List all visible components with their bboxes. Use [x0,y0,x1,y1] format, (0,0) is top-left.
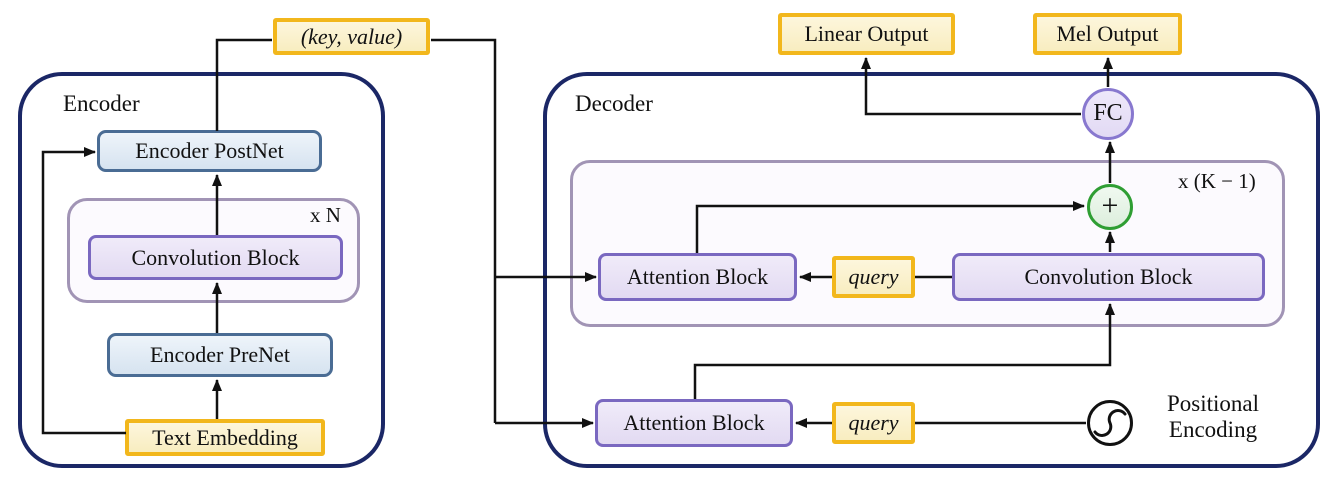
query-label-bottom: query [832,402,915,444]
key-value-box: (key, value) [273,18,430,55]
wire-keyvalue-trunk [431,38,497,423]
positional-encoding-label: Positional Encoding [1166,391,1259,442]
mel-output-box: Mel Output [1033,13,1182,55]
decoder-convolution-block: Convolution Block [952,253,1265,301]
encoder-title: Encoder [63,91,140,116]
encoder-postnet-block: Encoder PostNet [97,130,322,172]
fc-node: FC [1082,88,1134,140]
attention-block-bottom: Attention Block [595,399,793,447]
sine-wave-icon [1093,409,1127,437]
encoder-prenet-block: Encoder PreNet [107,333,333,377]
plus-node: + [1087,184,1133,230]
query-label-top: query [832,256,915,298]
encoder-repeat-label: x N [310,203,341,227]
linear-output-box: Linear Output [778,13,955,55]
text-embedding-box: Text Embedding [125,419,325,456]
attention-block-top: Attention Block [598,253,797,301]
encoder-convolution-block: Convolution Block [88,235,343,280]
decoder-repeat-label: x (K − 1) [1178,169,1256,193]
positional-encoding-node [1087,400,1133,446]
decoder-title: Decoder [575,91,653,116]
